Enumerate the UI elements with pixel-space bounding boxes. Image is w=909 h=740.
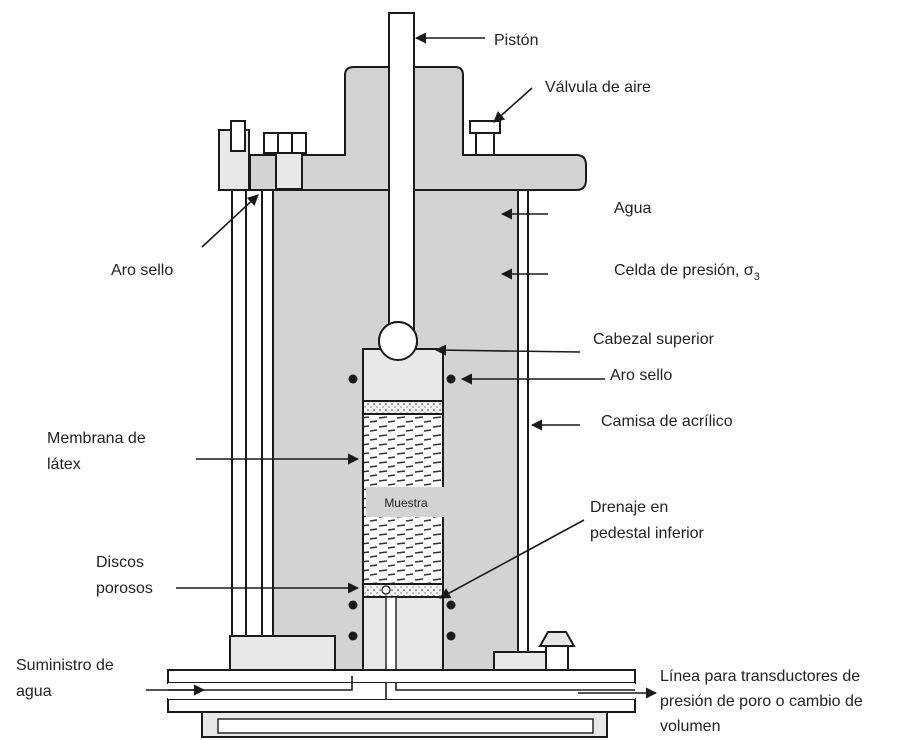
label-seal-ring-left: Aro sello — [111, 262, 173, 279]
o-ring-top-left — [348, 374, 358, 384]
label-water-supply-1: Suministro de — [16, 657, 114, 674]
label-pressure-cell: Celda de presión, σ3 — [614, 262, 760, 283]
nut-left-1 — [263, 132, 279, 154]
label-water-supply-2: agua — [16, 683, 52, 700]
porous-disc-bottom — [362, 583, 444, 598]
label-latex-membrane-2: látex — [47, 456, 81, 473]
tie-rod-inner — [261, 187, 274, 637]
label-drain-2: pedestal inferior — [590, 525, 705, 542]
label-top-cap: Cabezal superior — [593, 331, 715, 348]
label-drain-1: Drenaje en — [590, 499, 668, 516]
arrow-drain — [439, 519, 585, 599]
arrow-top-cap — [434, 344, 581, 356]
base-plate-slot — [217, 718, 594, 734]
piston-ball-front — [378, 321, 418, 361]
drain-hole — [381, 585, 391, 595]
air-valve-stem — [475, 132, 495, 156]
base-block-left — [229, 635, 336, 673]
arrow-seal-ring-left — [201, 194, 259, 248]
label-piston: Pistón — [494, 32, 538, 49]
arrow-air-valve — [493, 87, 533, 123]
base-plate-middle — [167, 698, 636, 713]
label-acrylic-jacket: Camisa de acrílico — [601, 413, 733, 430]
pedestal-column — [362, 596, 444, 678]
bolt-left-head — [230, 120, 246, 152]
o-ring-bottom-right-2 — [446, 631, 456, 641]
label-transducer-3: volumen — [660, 718, 720, 735]
porous-disc-top — [362, 400, 444, 415]
sample-label-box — [366, 487, 446, 517]
label-porous-discs-1: Discos — [96, 554, 144, 571]
base-nut-right-top — [538, 631, 576, 647]
o-ring-top-right — [446, 374, 456, 384]
label-pressure-cell-subscript: 3 — [754, 271, 760, 283]
acrylic-jacket-wall — [517, 185, 529, 653]
water-supply-channel — [168, 683, 635, 699]
nut-left-3 — [291, 132, 307, 154]
label-porous-discs-2: porosos — [96, 580, 153, 597]
nut-left-2 — [277, 132, 293, 154]
sample-label: Muestra — [384, 496, 428, 510]
label-latex-membrane-1: Membrana de — [47, 430, 146, 447]
piston-rod — [388, 12, 415, 334]
drain-outline — [385, 683, 635, 699]
label-pressure-cell-text: Celda de presión, σ — [614, 262, 754, 279]
o-ring-bottom-left-2 — [348, 631, 358, 641]
label-transducer-1: Línea para transductores de — [660, 668, 860, 685]
o-ring-bottom-right-1 — [446, 600, 456, 610]
tie-rod-outer — [231, 139, 247, 637]
label-seal-ring-right: Aro sello — [610, 367, 672, 384]
nut-left-body — [275, 152, 303, 190]
label-water: Agua — [614, 200, 651, 217]
label-transducer-2: presión de poro o cambio de — [660, 693, 863, 710]
supply-outline — [168, 676, 353, 691]
cell-top-lid — [249, 66, 587, 191]
base-plate-top — [167, 669, 636, 684]
label-air-valve: Válvula de aire — [545, 79, 651, 96]
air-valve-head — [469, 120, 501, 134]
o-ring-bottom-left-1 — [348, 600, 358, 610]
